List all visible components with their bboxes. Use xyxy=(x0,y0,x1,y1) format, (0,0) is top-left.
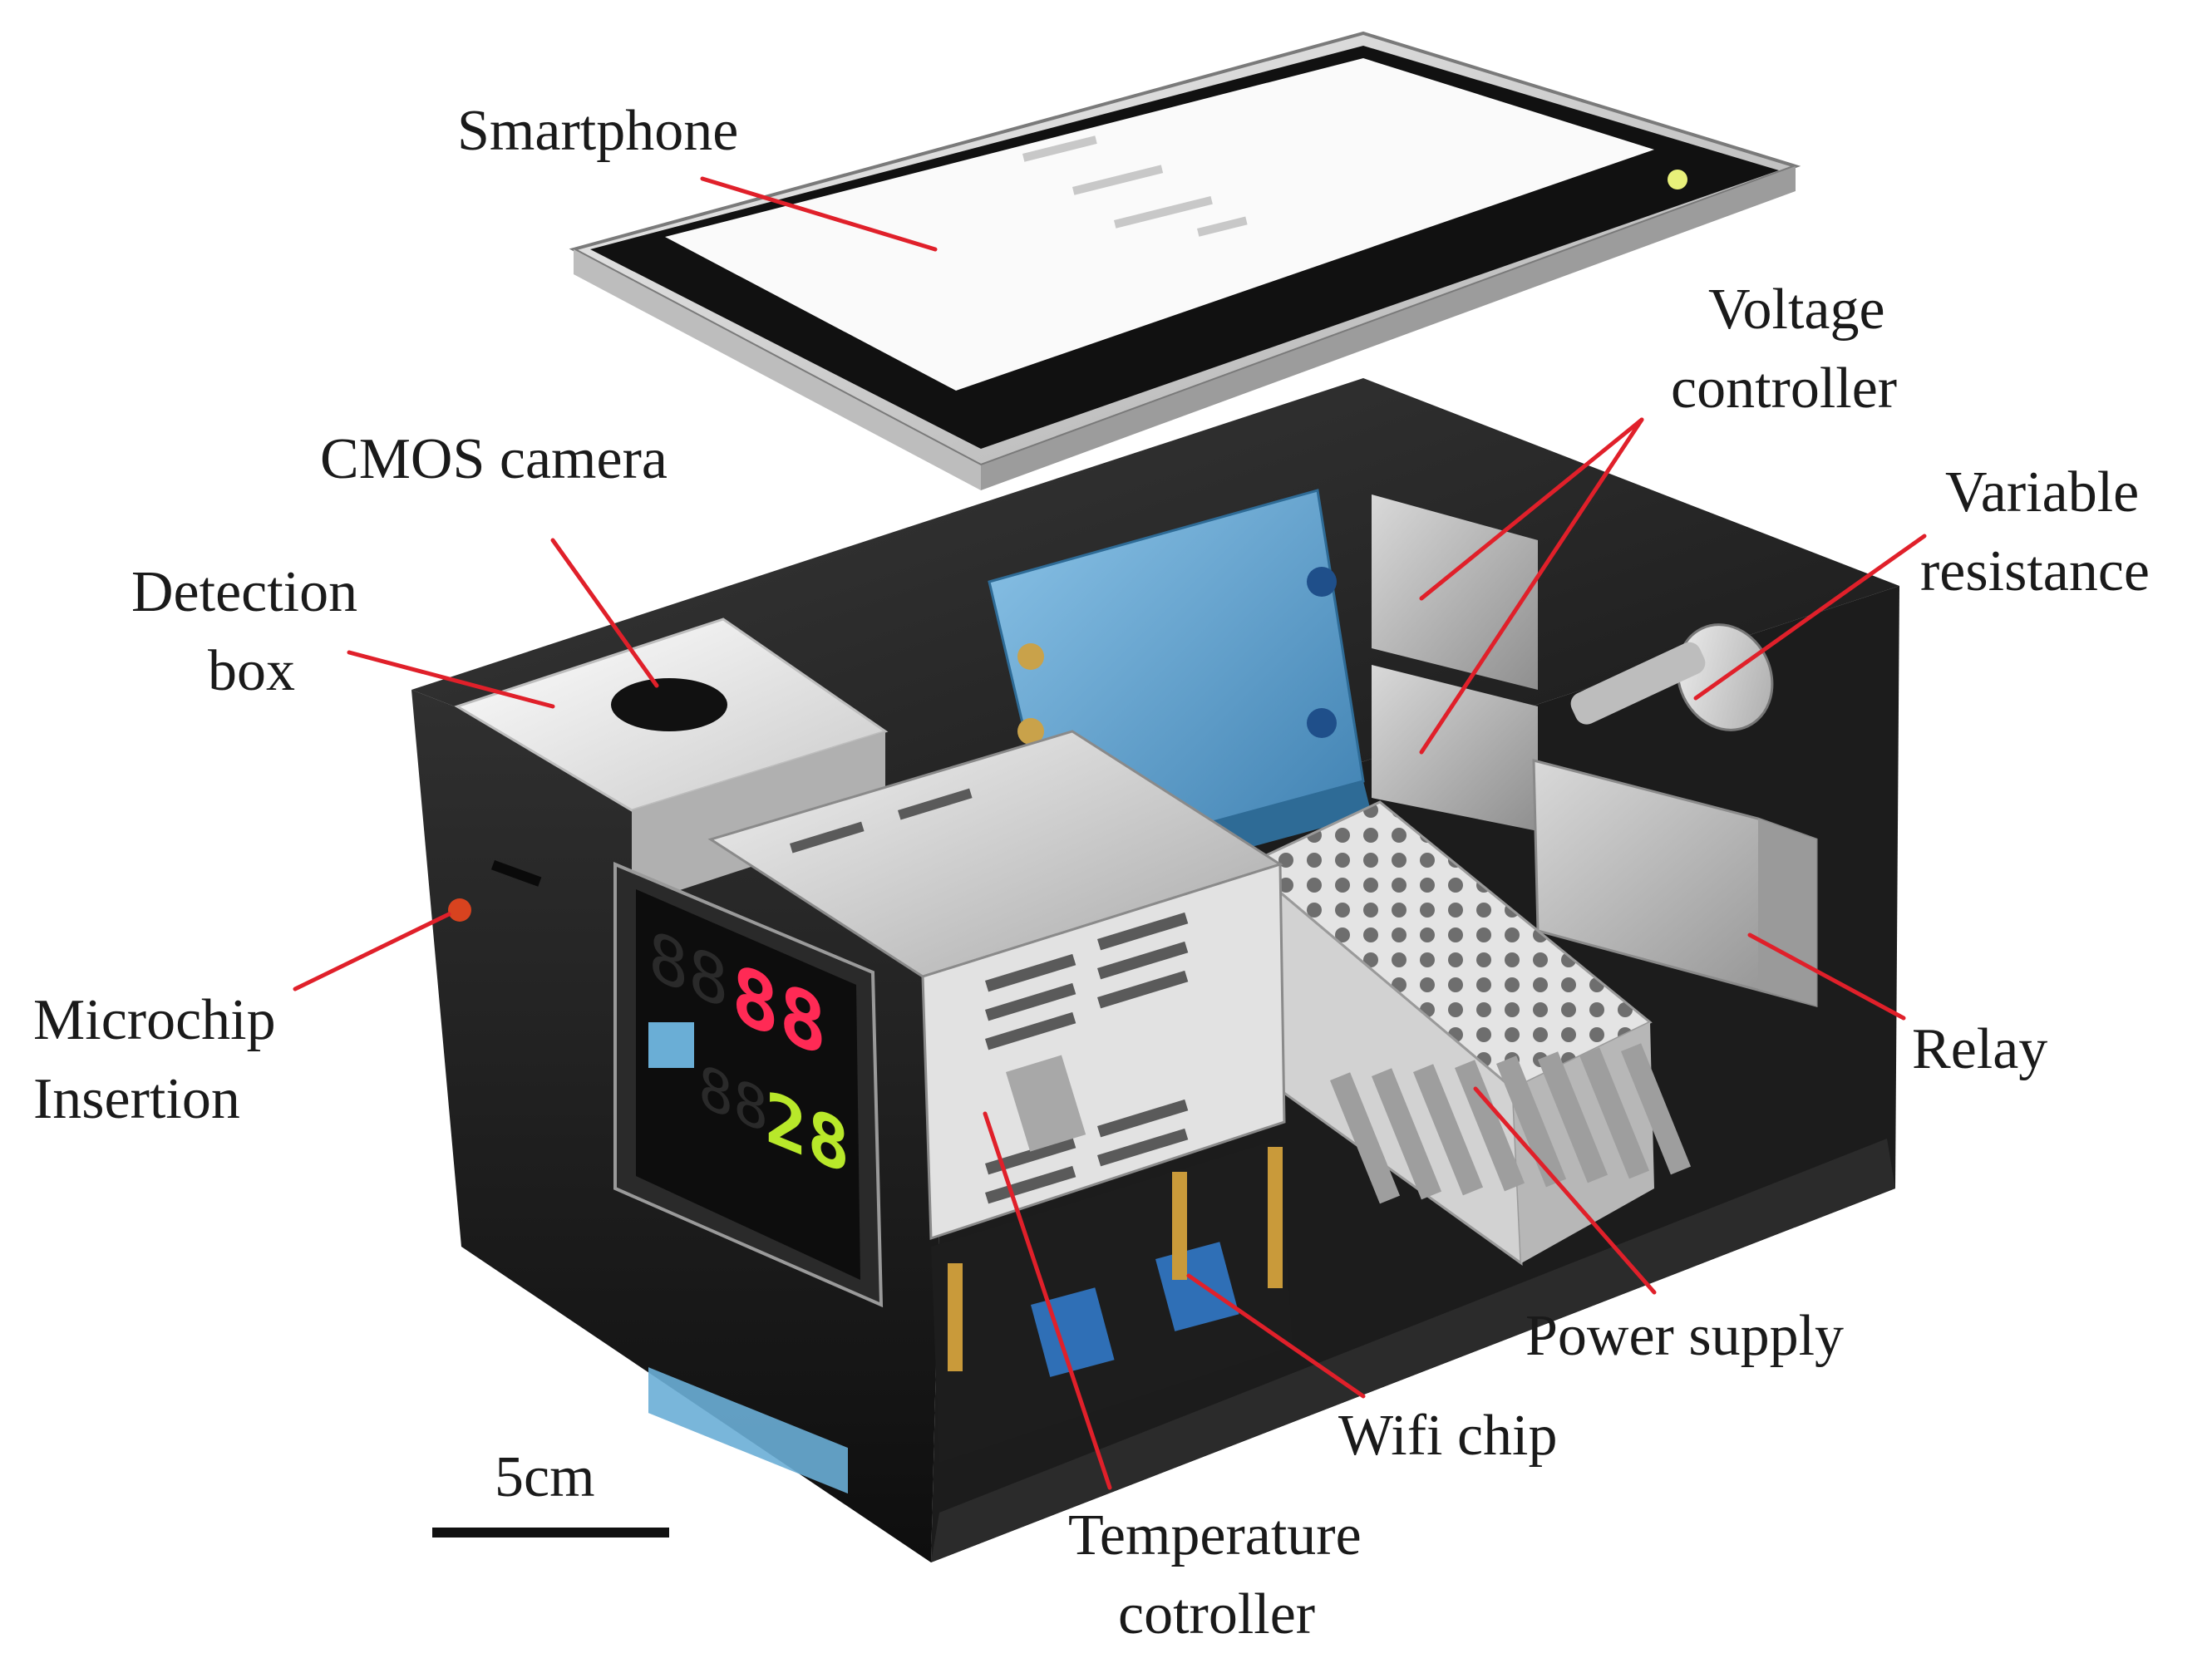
cmos-camera-lens xyxy=(611,678,727,731)
label-wifi-chip: Wifi chip xyxy=(1338,1404,1558,1468)
temperature-controller: 88 88 88 28 xyxy=(613,730,1286,1494)
label-microchip-insertion-line2: Insertion xyxy=(33,1067,240,1131)
leader-temperature-controller xyxy=(983,1111,1112,1490)
scale-bar-line xyxy=(432,1528,669,1538)
temp-display-screen xyxy=(636,889,860,1280)
label-variable-resistance-line2: resistance xyxy=(1920,539,2150,603)
scale-bar: 5cm xyxy=(432,1445,669,1538)
detection-box xyxy=(454,617,889,906)
scale-bar-label: 5cm xyxy=(495,1445,595,1509)
leader-voltage-controller-a xyxy=(1419,417,1644,601)
leader-power-supply xyxy=(1473,1086,1657,1295)
microchip-slot xyxy=(490,860,542,887)
label-microchip-insertion-line1: Microchip xyxy=(33,988,276,1052)
label-power-supply: Power supply xyxy=(1525,1304,1844,1368)
label-detection-box-line1: Detection xyxy=(131,560,357,624)
label-cmos-camera: CMOS camera xyxy=(320,427,668,491)
leader-voltage-controller-b xyxy=(1419,417,1644,755)
label-voltage-controller-line2: controller xyxy=(1671,357,1897,421)
power-supply xyxy=(1244,800,1692,1267)
label-smartphone: Smartphone xyxy=(457,99,738,163)
smartphone-screen xyxy=(665,58,1654,391)
leader-variable-resistance xyxy=(1693,534,1927,701)
voltage-module-lower xyxy=(1372,665,1538,831)
label-detection-box-line2: box xyxy=(208,639,295,703)
label-voltage-controller-line1: Voltage xyxy=(1708,278,1885,342)
leader-lines xyxy=(293,176,1927,1490)
leader-cmos-camera xyxy=(550,538,659,688)
leader-smartphone xyxy=(700,176,938,252)
leader-detection-box xyxy=(347,650,555,709)
label-temperature-controller-line1: Temperature xyxy=(1068,1503,1362,1567)
smartphone-illustration xyxy=(569,31,1801,490)
relay xyxy=(1532,759,1818,1007)
labels: Smartphone Voltage controller CMOS camer… xyxy=(33,99,2150,1646)
leader-wifi-chip xyxy=(1186,1273,1366,1399)
microchip-led xyxy=(448,898,471,922)
leader-relay xyxy=(1747,932,1906,1021)
label-relay: Relay xyxy=(1912,1017,2047,1081)
label-temperature-controller-line2: cotroller xyxy=(1118,1582,1315,1646)
heat-sink-fins xyxy=(1329,1043,1692,1204)
label-variable-resistance-line1: Variable xyxy=(1945,460,2139,524)
leader-microchip-insertion xyxy=(293,912,451,991)
